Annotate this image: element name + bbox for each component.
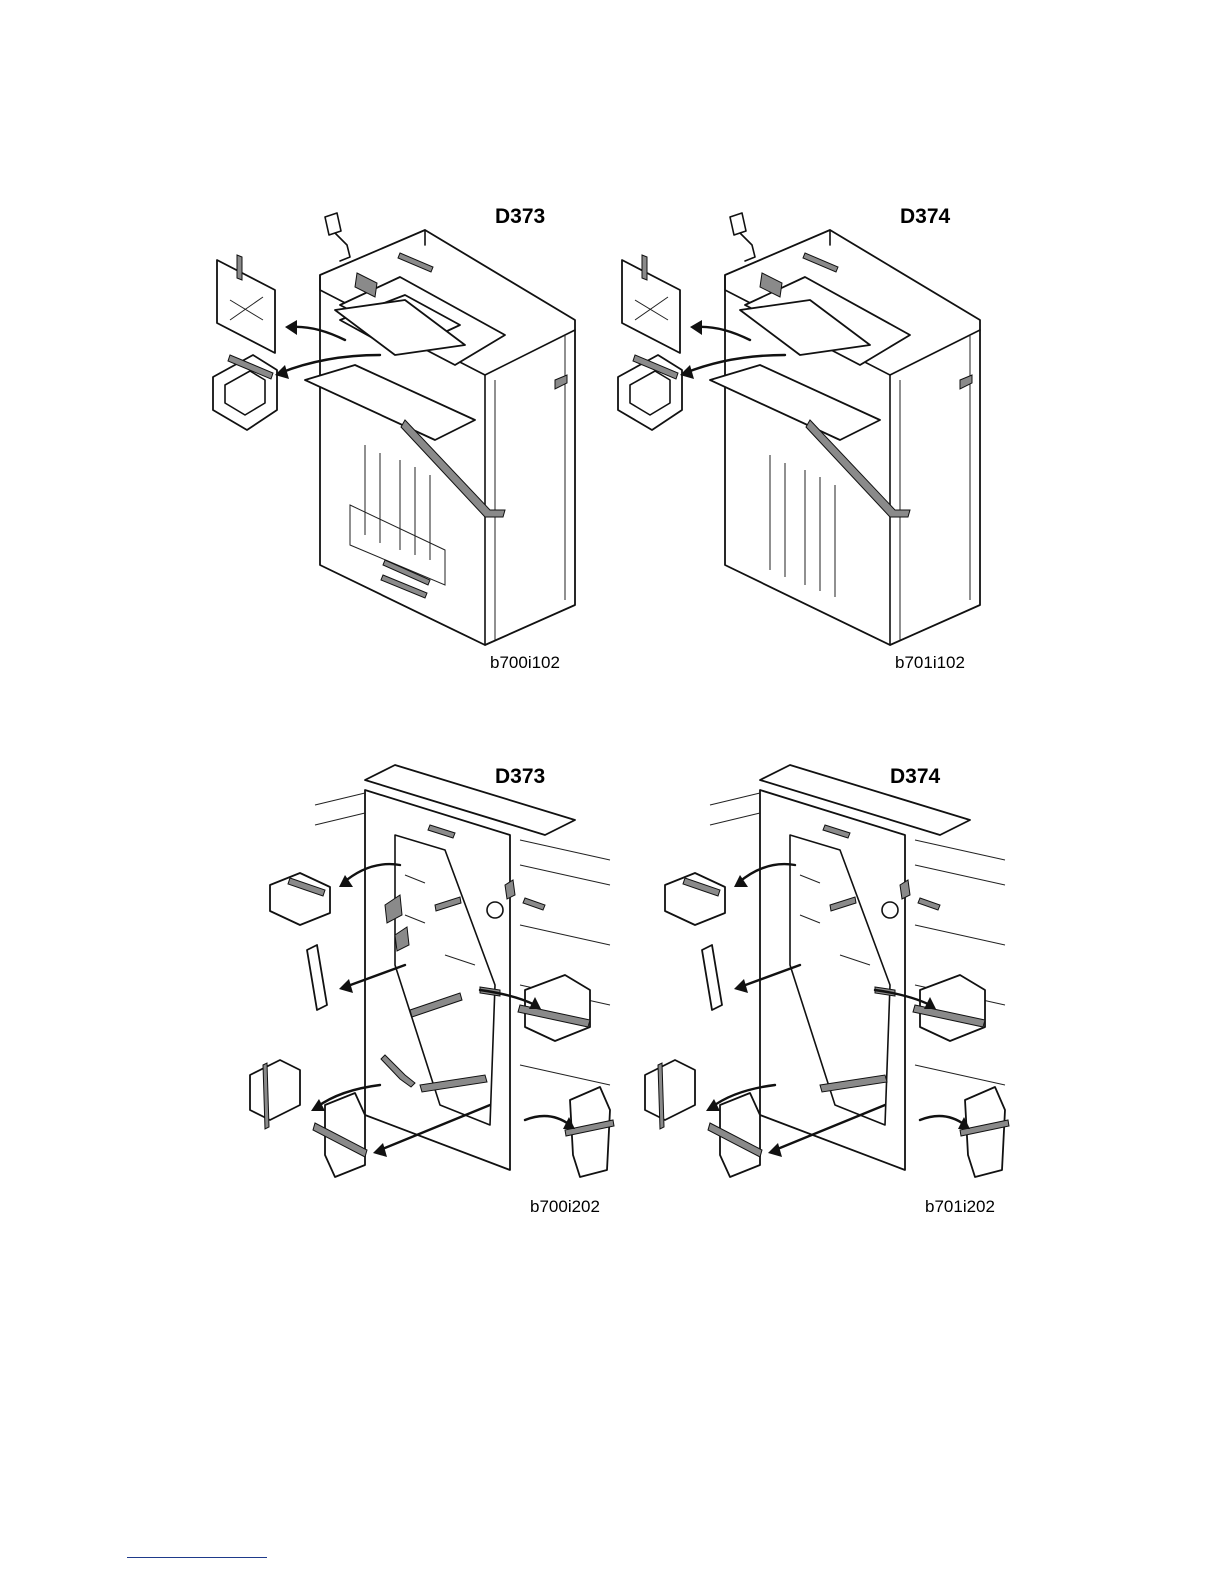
- figure-code: b700i202: [530, 1197, 600, 1217]
- figure-d374-exterior: D374 b701i102: [610, 205, 1000, 675]
- figure-code: b700i102: [490, 653, 560, 673]
- figure-d373-interior: D373: [245, 765, 615, 1225]
- finisher-interior-drawing: [245, 765, 615, 1185]
- figure-code: b701i202: [925, 1197, 995, 1217]
- figure-code: b701i102: [895, 653, 965, 673]
- footer-rule: [127, 1557, 267, 1558]
- finisher-interior-drawing: [640, 765, 1010, 1185]
- figure-d374-interior: D374 b701i20: [640, 765, 1010, 1225]
- finisher-exterior-drawing: [205, 205, 595, 645]
- finisher-exterior-drawing: [610, 205, 1000, 645]
- figure-d373-exterior: D373: [205, 205, 595, 675]
